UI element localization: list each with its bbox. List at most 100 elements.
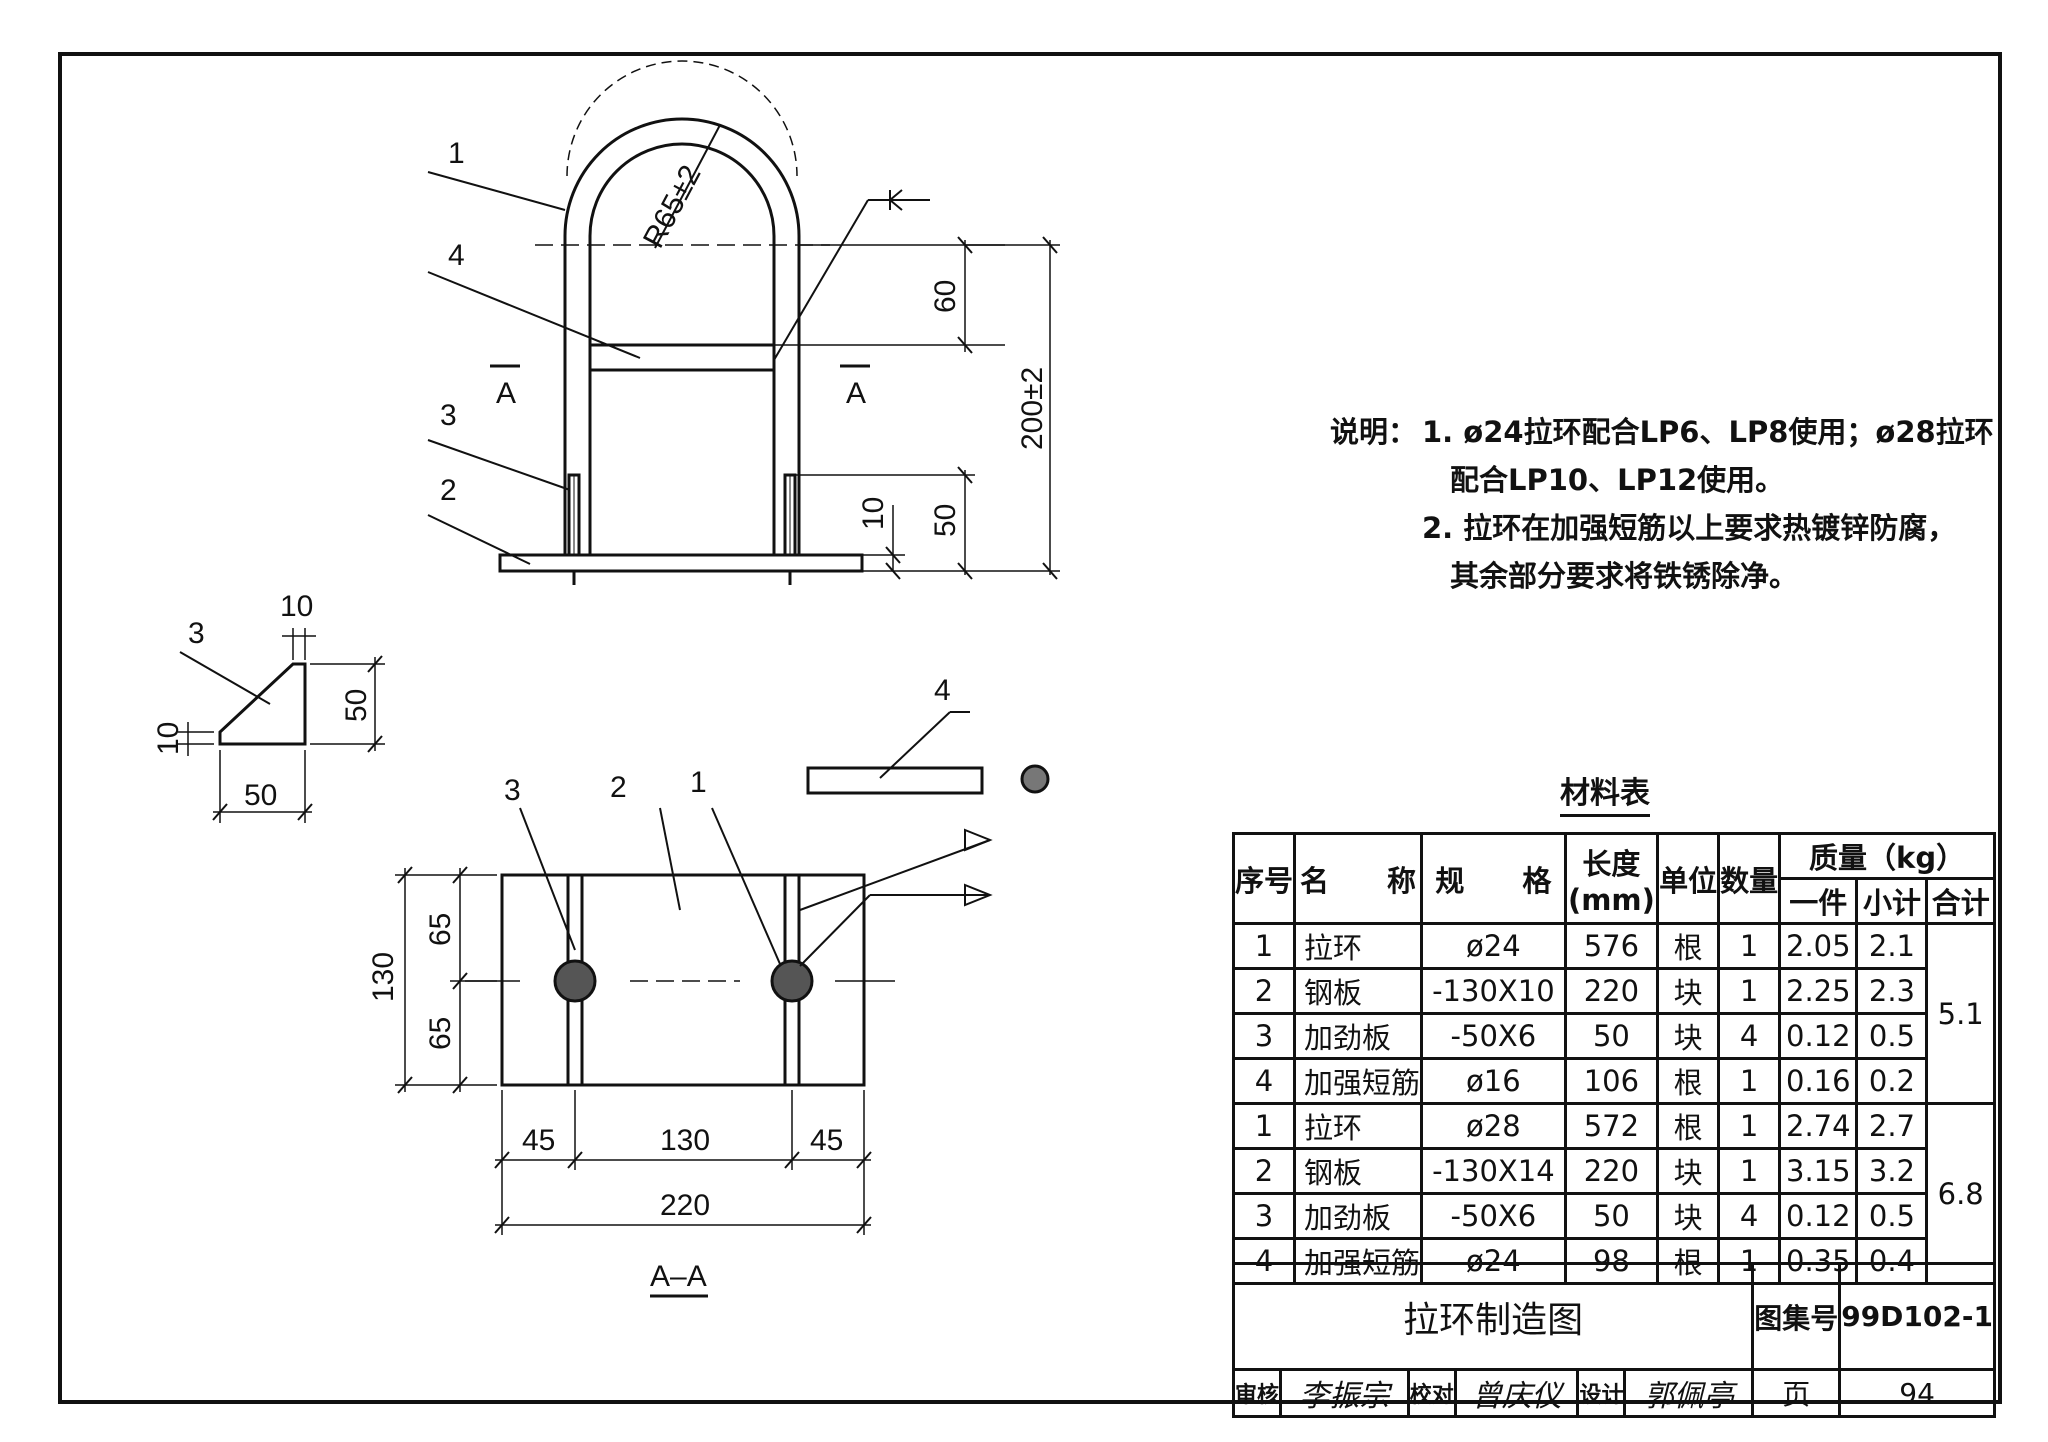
cell-no: 3 — [1231, 1012, 1297, 1060]
cell-length: 50 — [1563, 1012, 1660, 1060]
review-signature: 李振宗 — [1279, 1368, 1410, 1418]
hdr-mass: 质量（kg） — [1778, 832, 1996, 880]
hdr-no: 序号 — [1231, 832, 1297, 925]
dim-10-elev: 10 — [857, 497, 890, 530]
cell-length: 106 — [1563, 1057, 1660, 1105]
cell-qty: 4 — [1717, 1192, 1782, 1240]
notes-block: 说明：1. ø24拉环配合LP6、LP8使用；ø28拉环 配合LP10、LP12… — [1330, 408, 1994, 600]
cell-qty: 1 — [1717, 1102, 1782, 1150]
cell-spec: -130X14 — [1420, 1147, 1567, 1195]
cell-no: 3 — [1231, 1192, 1297, 1240]
stiffener-dim-height: 50 — [340, 689, 373, 722]
aa-part-1: 1 — [690, 766, 707, 799]
stiffener-dim-top: 10 — [280, 590, 313, 623]
aa-dim-130-h: 130 — [660, 1124, 710, 1157]
cell-qty: 4 — [1717, 1012, 1782, 1060]
note-2-cont: 其余部分要求将铁锈除净。 — [1450, 559, 1799, 593]
review-label: 审核 — [1231, 1368, 1283, 1418]
short-bar-detail — [806, 711, 1050, 795]
table-row: 1 拉环 ø24 576 根 1 2.05 2.1 5.1 — [1231, 922, 1996, 1105]
radius-label: R65±2 — [637, 160, 708, 253]
note-2: 2. 拉环在加强短筋以上要求热镀锌防腐， — [1422, 511, 1957, 545]
stiffener-dim-corner: 10 — [152, 722, 185, 755]
cell-spec: -50X6 — [1420, 1012, 1567, 1060]
cell-name: 钢板 — [1293, 967, 1424, 1015]
cell-spec: ø28 — [1420, 1102, 1567, 1150]
page-label: 页 — [1751, 1368, 1842, 1418]
stiffener-part-3: 3 — [188, 617, 205, 650]
table-row: 3 加劲板 -50X6 50 块 4 0.12 0.5 — [1231, 1192, 1995, 1240]
aa-dim-220: 220 — [660, 1189, 710, 1222]
note-1-cont: 配合LP10、LP12使用。 — [1450, 463, 1785, 497]
cell-no: 4 — [1231, 1057, 1297, 1105]
drawing-title: 拉环制造图 — [1231, 1262, 1755, 1371]
elev-part-2: 2 — [440, 474, 457, 507]
table-row: 3 加劲板 -50X6 50 块 4 0.12 0.5 — [1231, 1012, 1995, 1060]
aa-dim-130-v: 130 — [367, 952, 400, 1002]
title-block: 拉环制造图 图集号 99D102-1 审核 李振宗 校对 曾庆仪 设计 郭佩亭 … — [1231, 1262, 1996, 1418]
aa-dim-65-bottom: 65 — [424, 1017, 457, 1050]
cell-spec: -50X6 — [1420, 1192, 1567, 1240]
hdr-unit: 单位 — [1656, 832, 1721, 925]
cell-no: 2 — [1231, 1147, 1297, 1195]
cell-subtotal: 2.3 — [1855, 967, 1929, 1015]
drawing-frame — [58, 52, 2002, 1404]
cell-qty: 1 — [1717, 1147, 1782, 1195]
elev-part-3: 3 — [440, 399, 457, 432]
section-aa-labels: 3 2 1 130 65 65 45 130 45 220 A–A — [367, 766, 843, 1293]
cell-spec: ø16 — [1420, 1057, 1567, 1105]
cell-unit: 块 — [1656, 967, 1721, 1015]
design-label: 设计 — [1576, 1368, 1627, 1418]
cell-name: 拉环 — [1293, 922, 1424, 970]
cell-name: 加强短筋 — [1293, 1057, 1424, 1105]
cell-total-group2: 6.8 — [1925, 1102, 1996, 1285]
note-1: 1. ø24拉环配合LP6、LP8使用；ø28拉环 — [1422, 415, 1994, 449]
cell-subtotal: 3.2 — [1855, 1147, 1929, 1195]
cell-each: 2.05 — [1778, 922, 1859, 970]
cell-spec: -130X10 — [1420, 967, 1567, 1015]
base-plate-elevation — [498, 553, 864, 573]
pull-ring-outer — [563, 117, 801, 555]
dim-50-elev: 50 — [929, 504, 962, 537]
cell-length: 220 — [1563, 967, 1660, 1015]
cell-qty: 1 — [1717, 922, 1782, 970]
cell-spec: ø24 — [1420, 922, 1567, 970]
section-mark-right: A — [846, 377, 866, 410]
cell-subtotal: 2.7 — [1855, 1102, 1929, 1150]
dim-200: 200±2 — [1016, 367, 1049, 450]
cell-name: 钢板 — [1293, 1147, 1424, 1195]
cell-name: 加劲板 — [1293, 1192, 1424, 1240]
short-bar-elevation — [588, 343, 776, 372]
base-plate-plan — [500, 873, 866, 1087]
table-row: 4 加强短筋 ø16 106 根 1 0.16 0.2 — [1231, 1057, 1995, 1105]
hdr-each: 一件 — [1778, 877, 1859, 925]
stiffener-dim-width: 50 — [244, 779, 277, 812]
atlas-number: 99D102-1 — [1838, 1262, 1996, 1371]
cell-unit: 根 — [1656, 1102, 1721, 1150]
hdr-subtotal: 小计 — [1855, 877, 1929, 925]
cell-unit: 块 — [1656, 1192, 1721, 1240]
hdr-length-unit: (mm) — [1567, 882, 1655, 917]
pull-ring-inner — [588, 142, 776, 555]
short-bar-section — [1020, 764, 1050, 794]
cell-each: 0.12 — [1778, 1012, 1859, 1060]
section-aa — [395, 807, 993, 1298]
stiffener-labels: 3 10 50 50 10 — [152, 590, 373, 812]
page-number: 94 — [1838, 1368, 1996, 1418]
cell-each: 3.15 — [1778, 1147, 1859, 1195]
aa-part-3: 3 — [504, 774, 521, 807]
cell-subtotal: 0.5 — [1855, 1012, 1929, 1060]
cell-qty: 1 — [1717, 1057, 1782, 1105]
table-row: 2 钢板 -130X10 220 块 1 2.25 2.3 — [1231, 967, 1995, 1015]
materials-table: 序号 名 称 规 格 长度(mm) 单位 数量 质量（kg） 一件 小计 合计 … — [1231, 832, 1996, 1285]
cell-no: 2 — [1231, 967, 1297, 1015]
short-bar-rect — [806, 766, 984, 795]
table-row: 1 拉环 ø28 572 根 1 2.74 2.7 6.8 — [1231, 1102, 1996, 1285]
cell-qty: 1 — [1717, 967, 1782, 1015]
cell-unit: 根 — [1656, 922, 1721, 970]
aa-part-2: 2 — [610, 771, 627, 804]
cell-length: 220 — [1563, 1147, 1660, 1195]
short-bar-part-4: 4 — [934, 674, 951, 707]
cell-length: 572 — [1563, 1102, 1660, 1150]
